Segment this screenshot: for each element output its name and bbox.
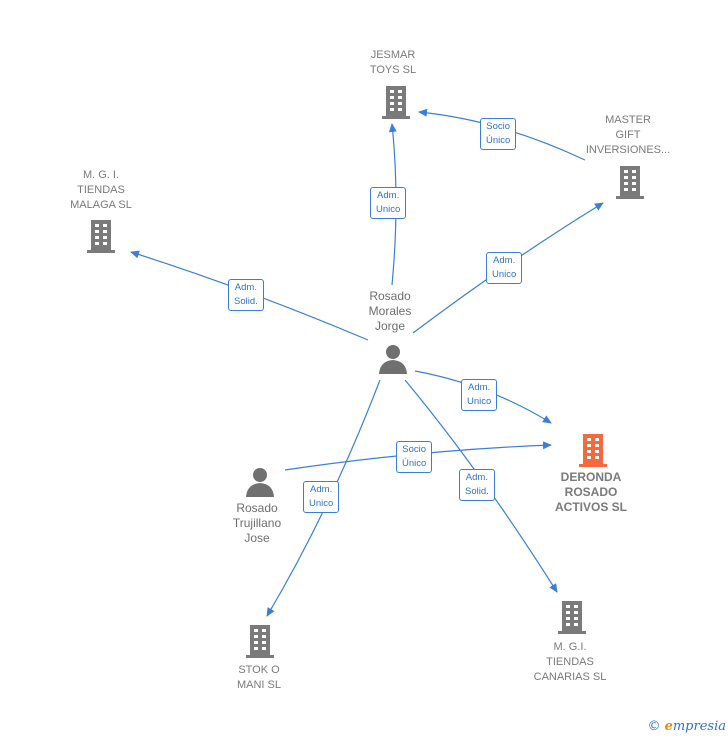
node-label-rosado-morales-jorge[interactable]: Rosado Morales Jorge <box>368 289 412 333</box>
node-label-rosado-trujillano-jose[interactable]: Rosado Trujillano Jose <box>232 501 282 545</box>
node-label-jesmar-toys[interactable]: JESMAR TOYS SL <box>369 49 417 76</box>
building-icon[interactable] <box>577 432 609 468</box>
node-label-stok-o-mani[interactable]: STOK O MANI SL <box>236 664 281 691</box>
building-icon[interactable] <box>85 218 117 254</box>
edge-label-adm-unico-master: Adm.Unico <box>486 252 523 284</box>
node-label-mgi-canarias[interactable]: M. G.I. TIENDAS CANARIAS SL <box>533 641 607 683</box>
empresia-logo[interactable]: © empresia <box>647 719 726 734</box>
building-icon[interactable] <box>614 164 646 200</box>
person-icon[interactable] <box>377 343 409 375</box>
node-label-deronda-rosado-activos[interactable]: DERONDA ROSADO ACTIVOS SL <box>554 470 627 514</box>
edge-label-adm-unico-deronda: Adm.Unico <box>461 379 498 411</box>
person-icon[interactable] <box>244 466 276 498</box>
building-icon[interactable] <box>244 623 276 659</box>
building-icon[interactable] <box>380 84 412 120</box>
edge-label-adm-unico-stok: Adm.Unico <box>303 481 340 513</box>
edge-label-adm-solid-malaga: Adm.Solid. <box>228 279 264 311</box>
edge-label-adm-solid-canarias: Adm.Solid. <box>459 469 495 501</box>
edge-label-adm-unico-jesmar: Adm.Unico <box>370 187 407 219</box>
building-icon[interactable] <box>556 599 588 635</box>
node-label-master-gift[interactable]: MASTER GIFT INVERSIONES... <box>585 114 671 156</box>
node-label-mgi-malaga[interactable]: M. G. I. TIENDAS MALAGA SL <box>70 169 132 211</box>
